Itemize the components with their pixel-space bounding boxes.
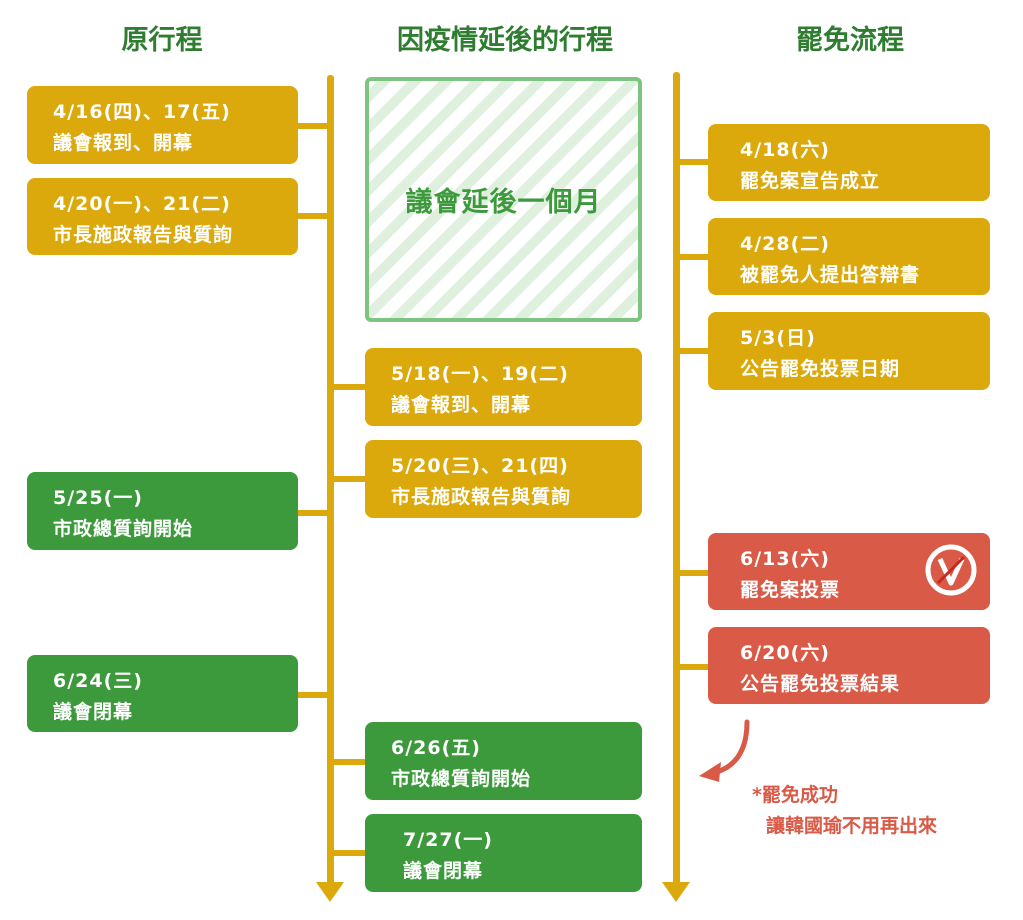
event-date: 6/13(六) <box>740 548 830 570</box>
event-label: 公告罷免投票日期 <box>740 358 901 380</box>
event-date: 5/3(日) <box>740 327 816 349</box>
event-date: 6/26(五) <box>391 737 481 759</box>
event-box: 4/16(四)、17(五) 議會報到、開幕 <box>27 86 298 164</box>
event-box: 5/20(三)、21(四) 市長施政報告與質詢 <box>365 440 642 518</box>
event-date: 5/18(一)、19(二) <box>391 363 569 385</box>
event-date: 6/20(六) <box>740 642 830 664</box>
connector <box>676 159 709 165</box>
event-box: 6/20(六) 公告罷免投票結果 <box>708 627 990 704</box>
event-label: 議會報到、開幕 <box>391 394 532 416</box>
delay-banner-label: 議會延後一個月 <box>405 187 602 218</box>
arrow-down-icon <box>662 882 690 902</box>
recall-note: *罷免成功 讓韓國瑜不用再出來 <box>752 780 937 842</box>
event-label: 議會閉幕 <box>53 701 134 723</box>
event-date: 7/27(一) <box>403 829 493 851</box>
event-box: 6/26(五) 市政總質詢開始 <box>365 722 642 800</box>
connector <box>676 348 709 354</box>
delay-banner: 議會延後一個月 <box>365 77 642 322</box>
note-line-1: *罷免成功 <box>752 784 838 806</box>
event-label: 罷免案投票 <box>740 579 841 601</box>
connector <box>676 254 709 260</box>
header-original: 原行程 <box>121 25 203 56</box>
connector <box>330 476 366 482</box>
connector <box>298 510 330 516</box>
event-box: 5/25(一) 市政總質詢開始 <box>27 472 298 550</box>
event-box: 6/13(六) 罷免案投票 <box>708 533 990 610</box>
event-date: 4/18(六) <box>740 139 830 161</box>
event-label: 市長施政報告與質詢 <box>53 224 234 246</box>
event-label: 公告罷免投票結果 <box>740 673 901 695</box>
event-date: 4/20(一)、21(二) <box>53 193 231 215</box>
event-label: 被罷免人提出答辯書 <box>740 264 921 286</box>
event-label: 議會報到、開幕 <box>53 132 194 154</box>
note-line-2: 讓韓國瑜不用再出來 <box>766 815 938 837</box>
connector <box>298 213 330 219</box>
event-label: 市長施政報告與質詢 <box>391 486 572 508</box>
connector <box>298 692 330 698</box>
event-label: 市政總質詢開始 <box>53 518 194 540</box>
event-date: 6/24(三) <box>53 670 143 692</box>
connector <box>330 759 366 765</box>
timeline-recall <box>673 72 680 885</box>
event-box: 5/18(一)、19(二) 議會報到、開幕 <box>365 348 642 426</box>
event-box: 4/18(六) 罷免案宣告成立 <box>708 124 990 201</box>
event-label: 市政總質詢開始 <box>391 768 532 790</box>
event-box: 6/24(三) 議會閉幕 <box>27 655 298 732</box>
recall-vote-icon <box>925 544 977 596</box>
arrow-down-icon <box>316 882 344 902</box>
event-box: 7/27(一) 議會閉幕 <box>365 814 642 892</box>
header-delayed: 因疫情延後的行程 <box>397 25 613 56</box>
curved-arrow-icon <box>699 719 750 782</box>
event-date: 5/25(一) <box>53 487 143 509</box>
connector <box>676 664 709 670</box>
event-label: 罷免案宣告成立 <box>740 170 881 192</box>
connector <box>676 570 709 576</box>
event-box: 5/3(日) 公告罷免投票日期 <box>708 312 990 390</box>
event-box: 4/20(一)、21(二) 市長施政報告與質詢 <box>27 178 298 255</box>
connector <box>330 384 366 390</box>
event-date: 5/20(三)、21(四) <box>391 455 569 477</box>
event-box: 4/28(二) 被罷免人提出答辯書 <box>708 218 990 295</box>
header-recall: 罷免流程 <box>796 25 904 56</box>
connector <box>298 123 330 129</box>
event-date: 4/16(四)、17(五) <box>53 101 231 123</box>
event-date: 4/28(二) <box>740 233 830 255</box>
connector <box>330 850 366 856</box>
event-label: 議會閉幕 <box>403 860 484 882</box>
